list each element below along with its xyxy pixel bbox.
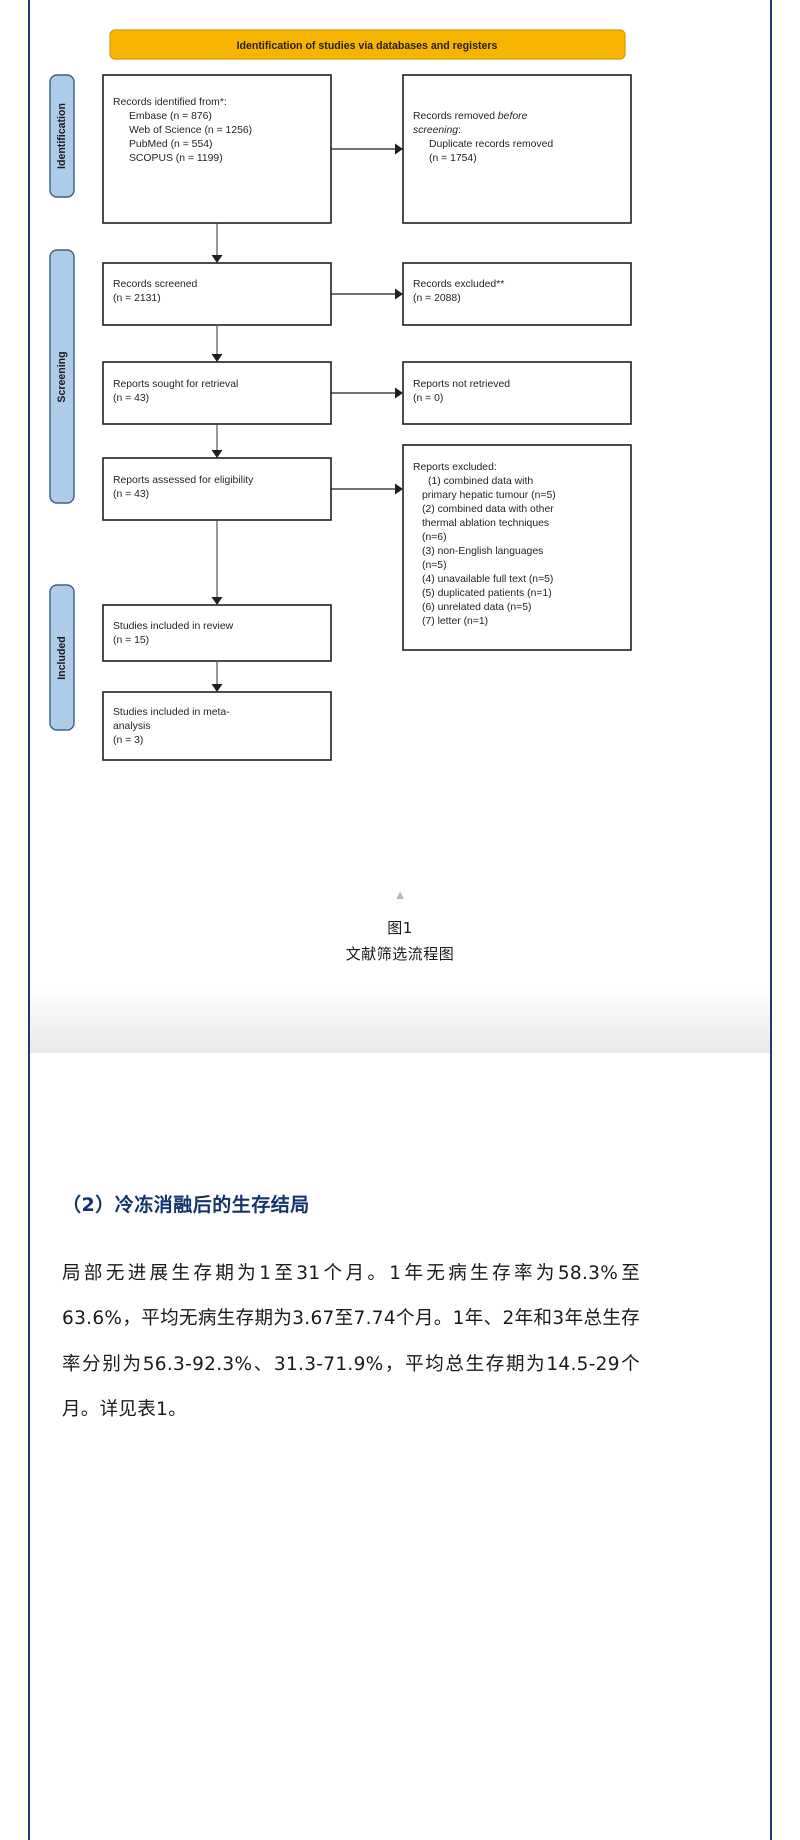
- studies-review-line-2: (n = 15): [113, 635, 149, 646]
- article-body: （2）冷冻消融后的生存结局 局部无进展生存期为1至31个月。1年无病生存率为58…: [62, 1190, 640, 1432]
- flow-header-label: Identification of studies via databases …: [237, 40, 498, 52]
- studies-meta-line-3: (n = 3): [113, 735, 143, 746]
- records-identified-line-3: PubMed (n = 554): [129, 139, 212, 150]
- arrow-screened-to-excluded: [331, 288, 403, 300]
- records-screened-line-2: (n = 2131): [113, 293, 161, 304]
- arrow-identified-to-removed: [331, 143, 403, 155]
- reports-sought-line-1: Reports sought for retrieval: [113, 379, 238, 390]
- box-records-removed: Records removed before screening: Duplic…: [402, 74, 632, 224]
- box-reports-excluded: Reports excluded: (1) combined data with…: [402, 444, 632, 651]
- reports-assessed-line-1: Reports assessed for eligibility: [113, 475, 254, 486]
- records-removed-line2-a: screening: [413, 125, 458, 136]
- reports-excluded-item-9: (5) duplicated patients (n=1): [422, 588, 552, 599]
- figure-caption: 图1 文献筛选流程图: [30, 915, 770, 968]
- box-records-screened: Records screened (n = 2131): [102, 262, 332, 326]
- records-identified-line-4: SCOPUS (n = 1199): [129, 153, 223, 164]
- reports-excluded-item-4: thermal ablation techniques: [422, 518, 549, 529]
- reports-excluded-item-6: (3) non-English languages: [422, 546, 543, 557]
- records-identified-line-2: Web of Science (n = 1256): [129, 125, 252, 136]
- reports-sought-line-2: (n = 43): [113, 393, 149, 404]
- studies-review-line-1: Studies included in review: [113, 621, 234, 632]
- reports-excluded-title: Reports excluded:: [413, 462, 497, 473]
- arrow-sought-to-not-retrieved: [331, 387, 403, 399]
- page-rule-left: [28, 0, 30, 1840]
- arrow-review-to-meta: [211, 661, 223, 692]
- svg-text:Records removed before: Records removed before: [413, 111, 528, 122]
- records-removed-line2-b: :: [458, 125, 461, 136]
- reports-excluded-item-7: (n=5): [422, 560, 447, 571]
- records-removed-line1-a: Records removed: [413, 111, 498, 122]
- box-records-identified: Records identified from*: Embase (n = 87…: [102, 74, 332, 224]
- reports-excluded-item-5: (n=6): [422, 532, 447, 543]
- reports-excluded-item-10: (6) unrelated data (n=5): [422, 602, 531, 613]
- records-identified-line-1: Embase (n = 876): [129, 111, 212, 122]
- figure-caption-title: 文献筛选流程图: [345, 945, 455, 964]
- records-removed-line-4: (n = 1754): [429, 153, 477, 164]
- figure-container: Identification of studies via databases …: [30, 0, 770, 1010]
- sidebar-included-label: Included: [56, 636, 68, 680]
- sidebar-screening-label: Screening: [56, 351, 68, 402]
- box-reports-not-retrieved: Reports not retrieved (n = 0): [402, 361, 632, 425]
- arrow-assessed-to-review: [211, 520, 223, 605]
- sidebar-included: Included: [49, 584, 75, 731]
- reports-excluded-item-8: (4) unavailable full text (n=5): [422, 574, 553, 585]
- svg-text:screening:: screening:: [413, 125, 461, 136]
- records-excluded-line-1: Records excluded**: [413, 279, 504, 290]
- reports-excluded-item-3: (2) combined data with other: [422, 504, 554, 515]
- reports-assessed-line-2: (n = 43): [113, 489, 149, 500]
- records-removed-line1-b: before: [498, 111, 528, 122]
- collapse-figure-icon[interactable]: ▲: [393, 887, 407, 902]
- flow-header: Identification of studies via databases …: [109, 29, 626, 60]
- sidebar-identification-label: Identification: [56, 103, 68, 169]
- section-paragraph: 局部无进展生存期为1至31个月。1年无病生存率为58.3%至63.6%，平均无病…: [62, 1263, 640, 1420]
- page-rule-right: [770, 0, 772, 1840]
- arrow-sought-to-assessed: [211, 424, 223, 458]
- arrow-screened-to-sought: [211, 325, 223, 362]
- reports-excluded-item-11: (7) letter (n=1): [422, 616, 488, 627]
- box-studies-included-review: Studies included in review (n = 15): [102, 604, 332, 662]
- reports-not-retrieved-line-2: (n = 0): [413, 393, 443, 404]
- reports-excluded-item-1: (1) combined data with: [428, 476, 533, 487]
- box-reports-sought: Reports sought for retrieval (n = 43): [102, 361, 332, 425]
- studies-meta-line-1: Studies included in meta-: [113, 707, 230, 718]
- studies-meta-line-2: analysis: [113, 721, 151, 732]
- arrow-assessed-to-excluded: [331, 483, 403, 495]
- figure-spacer: [30, 1053, 770, 1173]
- records-removed-line-3: Duplicate records removed: [429, 139, 553, 150]
- sidebar-identification: Identification: [49, 74, 75, 198]
- sidebar-screening: Screening: [49, 249, 75, 504]
- records-identified-title: Records identified from*:: [113, 97, 227, 108]
- box-studies-included-meta: Studies included in meta- analysis (n = …: [102, 691, 332, 761]
- section-heading: （2）冷冻消融后的生存结局: [62, 1194, 310, 1216]
- reports-excluded-item-2: primary hepatic tumour (n=5): [422, 490, 556, 501]
- box-reports-assessed: Reports assessed for eligibility (n = 43…: [102, 457, 332, 521]
- records-excluded-line-2: (n = 2088): [413, 293, 461, 304]
- arrow-identified-to-screened: [211, 223, 223, 263]
- prisma-flow-diagram: Identification of studies via databases …: [30, 0, 770, 810]
- figure-caption-number: 图1: [387, 919, 413, 937]
- records-screened-line-1: Records screened: [113, 279, 198, 290]
- figure-fade-strip: [30, 985, 770, 1053]
- box-records-excluded: Records excluded** (n = 2088): [402, 262, 632, 326]
- reports-not-retrieved-line-1: Reports not retrieved: [413, 379, 510, 390]
